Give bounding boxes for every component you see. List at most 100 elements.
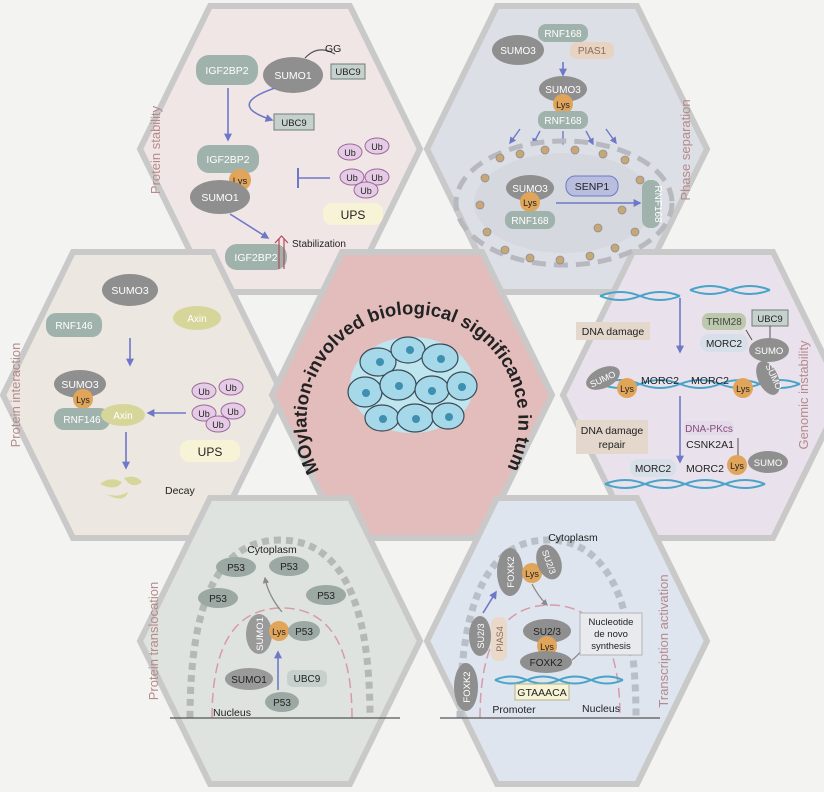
p53-label-2: P53 [280,562,298,573]
igf2bp2-node-2 [197,145,259,173]
lys-label-2: Lys [523,198,537,208]
lys-label-bottom: Lys [730,461,744,471]
rnf168-label-2: RNF168 [544,116,582,127]
ub-label-1: Ub [344,148,356,158]
morc2-label-bottom-left: MORC2 [635,464,672,475]
morc2-label-right: MORC2 [691,375,729,387]
ups-box [323,203,383,225]
morc2-label-left: MORC2 [641,375,679,387]
igf2bp2-label-3: IGF2BP2 [234,252,277,264]
sumo1-label: SUMO1 [274,70,312,82]
ups-label: UPS [198,445,223,459]
panel-genomic-instability: Genomic instability DNA damage TRIM28 UB… [576,285,811,489]
pias1-label: PIAS1 [578,46,607,57]
dna-strand-bottom [604,479,766,489]
foxk2-label-top: FOXK2 [506,556,517,587]
ub-label-2: Ub [371,142,383,152]
sumo3-label-2: SUMO3 [61,379,99,391]
panel-phase-separation: Phase separation RNF168 SUMO3 PIAS1 SUMO… [453,24,693,268]
dna-damage-repair-box [576,420,648,454]
sumo1-node [263,57,323,93]
axin-fragments [100,476,142,499]
ubc9-released-tag [273,113,315,131]
sumo1-label: SUMO1 [231,675,267,686]
lys-label-center: Lys [540,642,554,652]
su23-label-left: SU2/3 [476,623,486,648]
panel-title-phase-separation: Phase separation [678,99,693,200]
p53-label-4: P53 [317,591,335,602]
gtaaaca-box [514,683,570,701]
rnf146-label: RNF146 [55,321,93,332]
senp1-box [565,175,619,197]
decay-label: Decay [165,485,196,497]
ub-label-1: Ub [198,387,210,397]
axin-label-2: Axin [113,411,132,422]
rnf146-label-2: RNF146 [63,415,101,426]
panel-protein-stability: Protein stability IGF2BP2 SUMO1 GG UBC9 … [148,43,390,270]
panel-title-transcription-activation: Transcription activation [656,574,671,707]
sumo3-label-3: SUMO3 [512,184,548,195]
lys-label: Lys [556,100,570,110]
trim28-label: TRIM28 [706,317,742,328]
panel-protein-interaction: Protein interaction SUMO3 RNF146 Axin SU… [8,274,246,499]
pias4-label: PIAS4 [495,626,505,652]
p53-label-3: P53 [209,594,227,605]
sumo-label-bottom: SUMO [754,458,783,469]
panel-title-protein-stability: Protein stability [148,105,163,194]
lys-label: Lys [76,395,90,405]
ubc9-label: UBC9 [294,674,321,685]
ub-label-5: Ub [212,420,224,430]
hex-protein-translocation [136,495,424,787]
foxk2-label-center: FOXK2 [530,658,563,669]
p53-label-1: P53 [227,563,245,574]
dna-pkcs-label: DNA-PKcs [685,424,733,435]
stabilization-label: Stabilization [292,239,346,250]
dna-damage-box [576,322,650,340]
panel-protein-translocation: Protein translocation Cytoplasm P53 P53 … [146,536,400,719]
lys-label: Lys [233,176,248,187]
ups-label: UPS [341,208,366,222]
lys-label-top: Lys [525,569,539,579]
panel-title-protein-interaction: Protein interaction [8,343,23,448]
axin-label: Axin [187,314,206,325]
csnk2a1-label: CSNK2A1 [686,439,734,451]
ub-label-4: Ub [227,407,239,417]
igf2bp2-node-3 [225,244,287,270]
ubc9-released-label: UBC9 [281,118,306,129]
p53-label-6: P53 [273,698,291,709]
ubc9-label: UBC9 [757,314,782,325]
sumo1-label-vertical: SUMO1 [255,617,266,651]
dna-strand-promoter [494,675,624,685]
nucleus-label: Nucleus [213,707,251,719]
ub-label-4: Ub [371,173,383,183]
condensate-droplets [475,145,645,265]
p53-label-5: P53 [295,627,313,638]
dna-strand-top [599,285,771,301]
morc2-label-top: MORC2 [706,339,743,350]
nucleus-label: Nucleus [582,703,620,715]
rnf168-label: RNF168 [544,29,582,40]
igf2bp2-node [196,55,258,85]
sumo3-label: SUMO3 [111,285,149,297]
ub-label-5: Ub [360,186,372,196]
gg-label: GG [325,43,341,55]
ups-box [180,440,240,462]
igf2bp2-label-2: IGF2BP2 [206,154,249,166]
lys-label-right: Lys [736,384,750,394]
su23-label-center: SU2/3 [533,627,561,638]
ubc9-label: UBC9 [335,67,360,78]
nucleotide-box [579,612,643,656]
dna-damage-label: DNA damage [582,326,645,338]
gtaaaca-label: GTAAACA [517,687,566,699]
lys-label-left: Lys [620,384,634,394]
lys-label: Lys [272,627,286,637]
ubc9-tag [330,63,366,80]
tumor-cell-cluster [347,336,478,433]
panel-title-genomic-instability: Genomic instability [796,340,811,450]
cytoplasm-label: Cytoplasm [548,532,598,544]
ub-label-3: Ub [346,173,358,183]
senp1-label: SENP1 [575,181,610,193]
